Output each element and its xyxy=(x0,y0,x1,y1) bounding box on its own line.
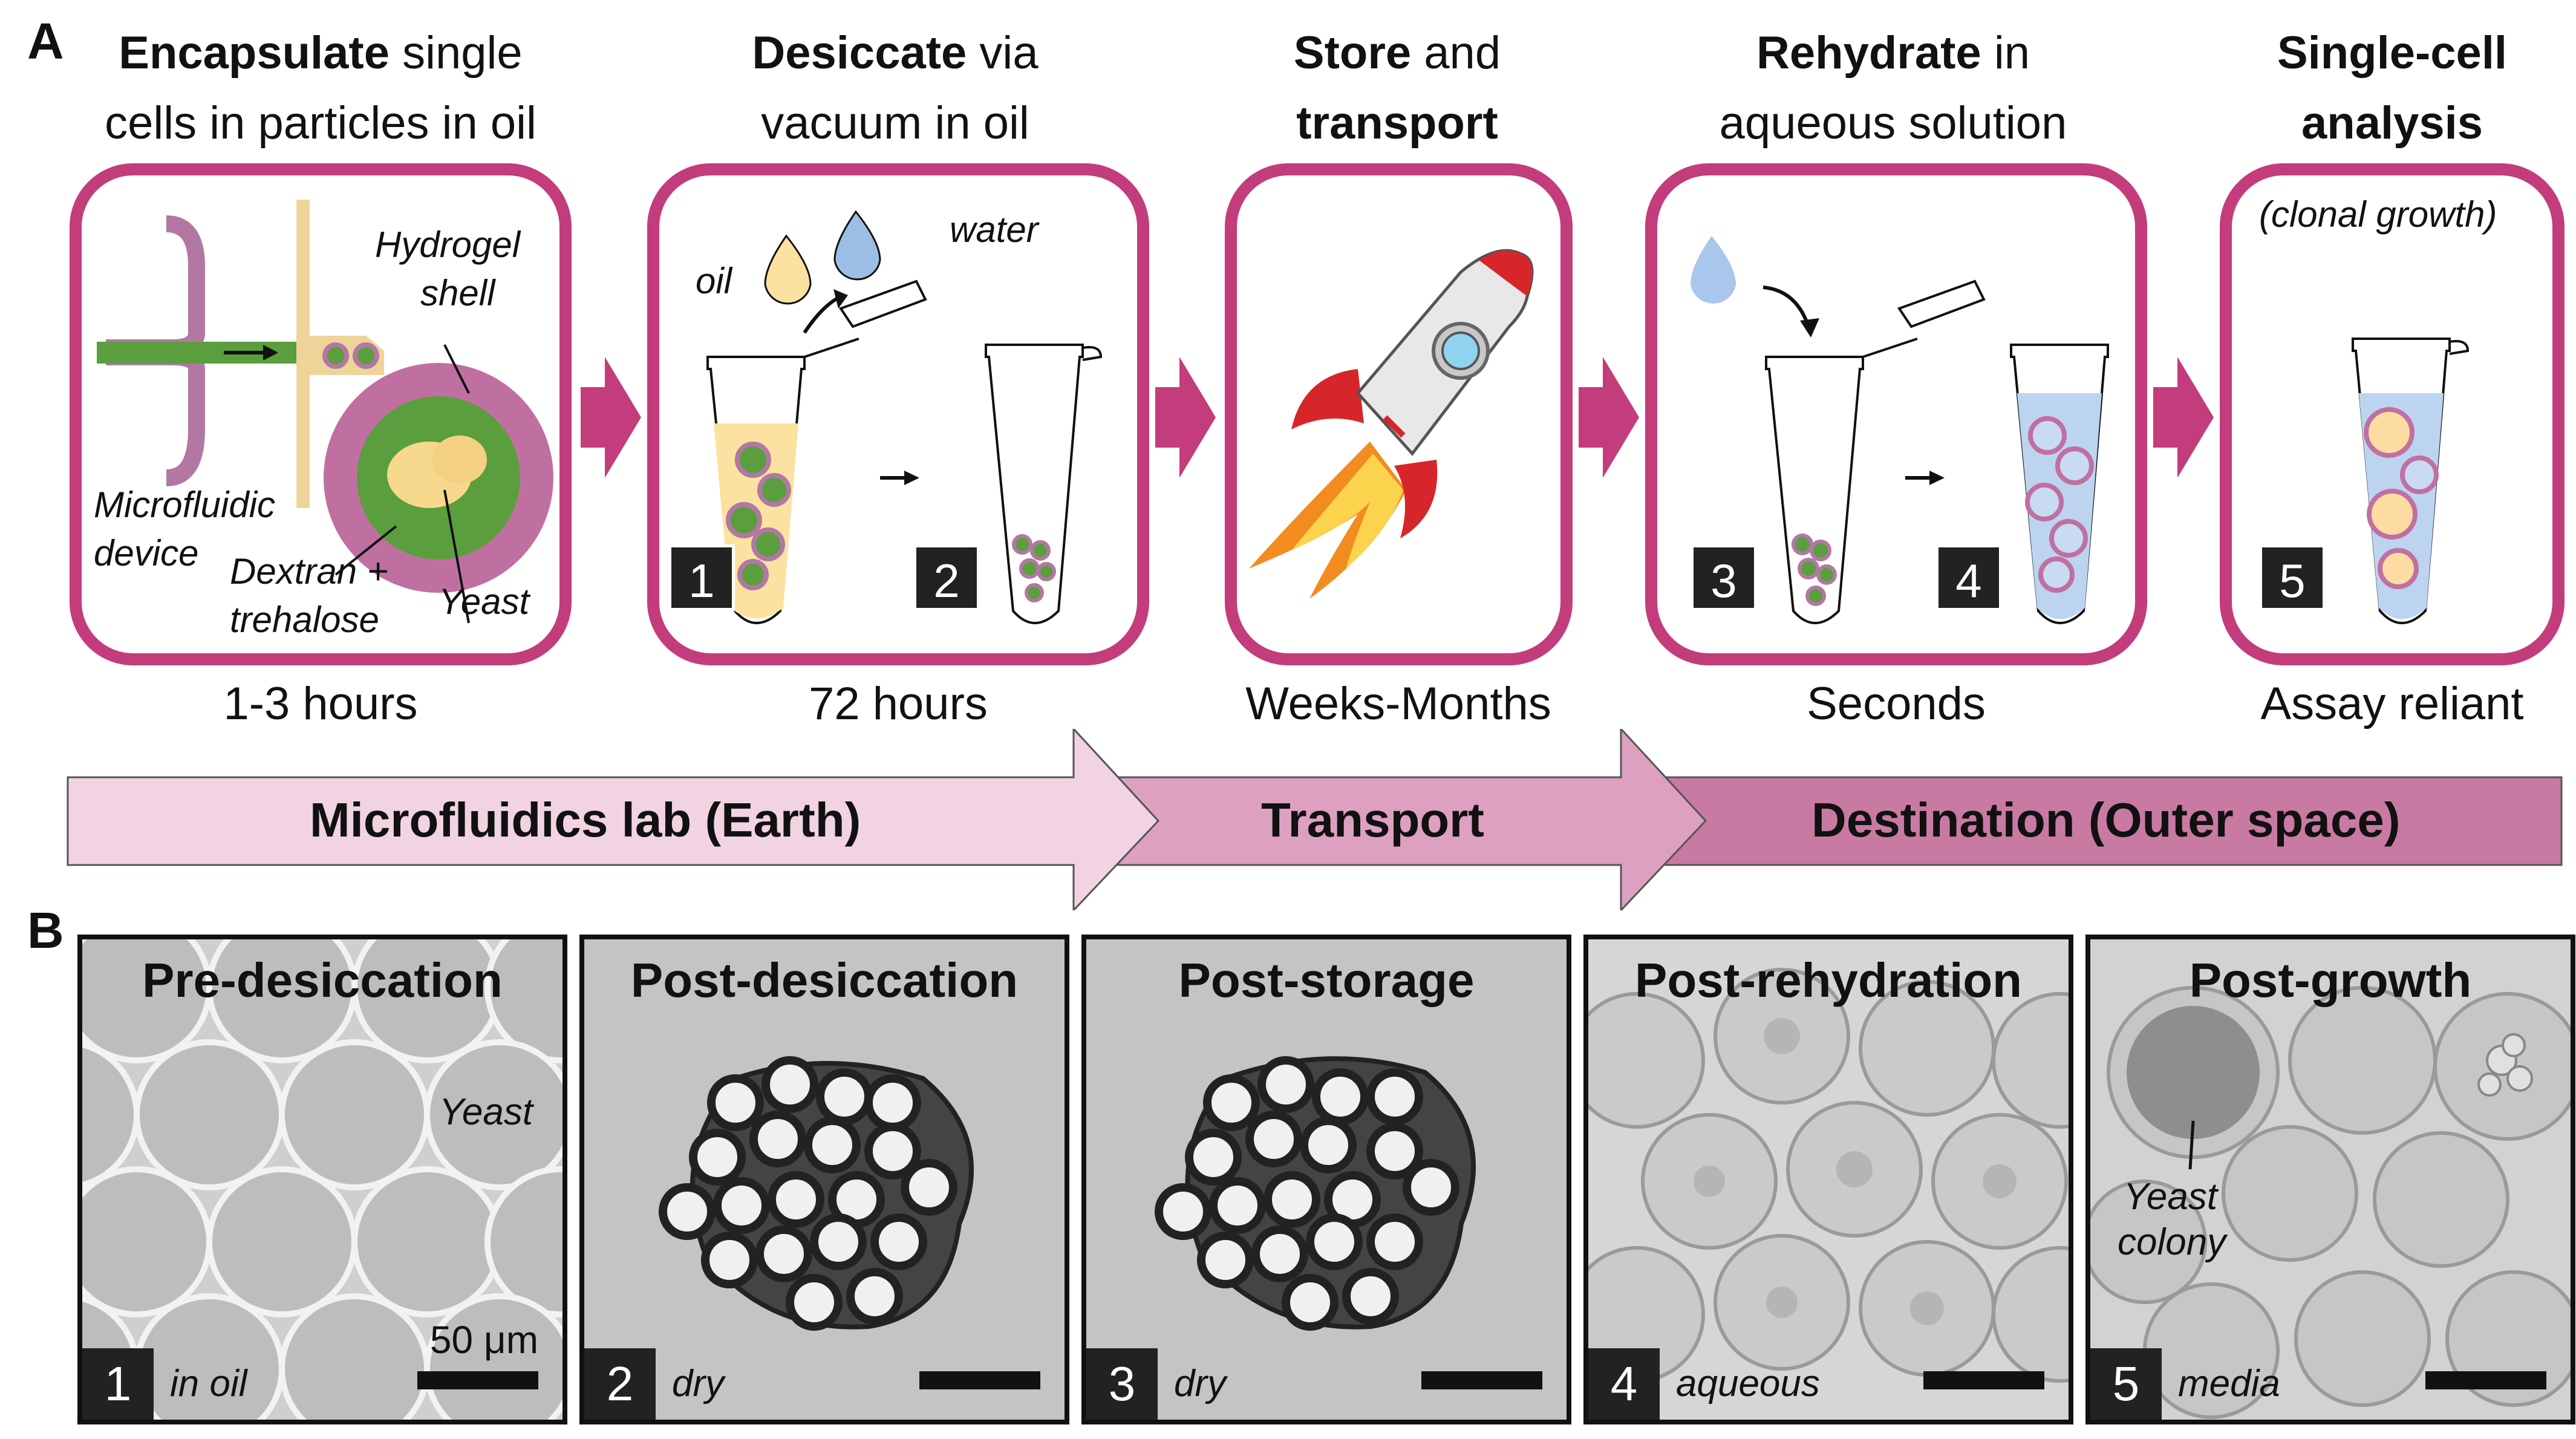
duration-5: Assay reliant xyxy=(2260,678,2524,729)
micrograph-post-rehydration: Post-rehydration 4 aqueous xyxy=(1583,935,2073,1424)
rehydrated-droplets-image xyxy=(1588,968,2069,1383)
oil-label: oil xyxy=(696,261,732,301)
rehydrate-card: 3 4 xyxy=(1645,163,2147,665)
analysis-card: (clonal growth) 5 xyxy=(2220,163,2565,665)
yeast-label: Yeast xyxy=(439,581,530,622)
step5-title-bold: Single-cell xyxy=(2277,27,2508,79)
transport-card xyxy=(1225,163,1573,665)
micro-badge-4: 4 xyxy=(1588,1348,1660,1420)
arrow-icon-1 xyxy=(581,357,641,478)
encapsulate-card: Hydrogel shell Microfluidic device Dextr… xyxy=(70,163,572,665)
arrow-icon-2 xyxy=(1155,357,1216,478)
panel-a-letter: A xyxy=(27,13,64,70)
micro-title-2: Post-desiccation xyxy=(630,953,1019,1007)
phase-banner xyxy=(67,729,2563,910)
step4-title-rest: in xyxy=(1981,27,2030,79)
micrograph-post-desiccation: Post-desiccation 2 dry xyxy=(579,935,1069,1424)
duration-1: 1-3 hours xyxy=(223,678,418,729)
phase-destination-label: Destination (Outer space) xyxy=(1811,793,2401,847)
duration-3: Weeks-Months xyxy=(1245,678,1551,729)
step-badge-5: 5 xyxy=(2259,544,2326,611)
phase-earth-band xyxy=(67,729,1160,910)
duration-4: Seconds xyxy=(1807,678,1986,729)
scale-bar xyxy=(2425,1371,2546,1389)
scale-bar xyxy=(1923,1371,2044,1389)
step2-title-line2: vacuum in oil xyxy=(761,97,1029,149)
dried-particle-cluster-image xyxy=(659,1056,974,1331)
panel-b-letter: B xyxy=(27,902,64,959)
yeast-colony-annotation-2: colony xyxy=(2118,1221,2226,1263)
micro-condition-3: dry xyxy=(1174,1363,1227,1405)
step1-title-bold: Encapsulate xyxy=(119,27,390,79)
step2-title: Desiccate via vacuum in oil xyxy=(647,18,1143,158)
micro-badge-5: 5 xyxy=(2090,1348,2162,1420)
step-badge-4: 4 xyxy=(1935,544,2002,611)
scale-bar xyxy=(417,1371,538,1389)
duration-2: 72 hours xyxy=(809,678,988,729)
step1-title: Encapsulate single cells in particles in… xyxy=(73,18,569,158)
micro-condition-1: in oil xyxy=(170,1363,247,1405)
hydrogel-label: Hydrogel xyxy=(375,224,521,265)
step-badge-2: 2 xyxy=(913,544,980,611)
step-badge-1: 1 xyxy=(668,544,735,611)
microfluidic-device-illustration xyxy=(97,200,553,624)
step1-title-line2: cells in particles in oil xyxy=(105,97,536,149)
step4-title: Rehydrate in aqueous solution xyxy=(1645,18,2141,158)
step-arrows xyxy=(581,357,2214,478)
water-label: water xyxy=(950,209,1039,250)
micro-badge-2: 2 xyxy=(584,1348,656,1420)
phase-transport-band xyxy=(1072,729,1707,910)
microfluidic-label: Microfluidic xyxy=(94,485,276,525)
micro-condition-2: dry xyxy=(672,1363,725,1405)
step4-title-line2: aqueous solution xyxy=(1719,97,2067,149)
scale-label: 50 μm xyxy=(429,1318,538,1362)
micro-condition-4: aqueous xyxy=(1676,1363,1820,1405)
rocket-icon xyxy=(1249,249,1534,599)
step3-title-line2: transport xyxy=(1296,97,1498,149)
step2-title-rest: via xyxy=(967,27,1039,79)
micrograph-post-growth: Post-growth Yeast colony 5 media xyxy=(2085,935,2575,1424)
growth-tube-illustration xyxy=(2352,338,2470,624)
micro-badge-3: 3 xyxy=(1086,1348,1158,1420)
micro-badge-1: 1 xyxy=(82,1348,154,1420)
grown-colony-image xyxy=(2090,986,2571,1419)
micro-title-5: Post-growth xyxy=(2189,953,2472,1007)
micro-title-4: Post-rehydration xyxy=(1634,953,2023,1007)
stored-particle-cluster-image xyxy=(1155,1056,1476,1331)
step5-title-line2: analysis xyxy=(2301,97,2483,149)
step3-title-bold: Store xyxy=(1293,27,1412,79)
step4-title-bold: Rehydrate xyxy=(1756,27,1981,79)
scale-bar xyxy=(1421,1371,1542,1389)
micrograph-pre-desiccation: Pre-desiccation Yeast 50 μm 1 in oil xyxy=(77,935,567,1424)
scale-bar xyxy=(919,1371,1040,1389)
micro-condition-5: media xyxy=(2178,1363,2280,1405)
micro-title-1: Pre-desiccation xyxy=(142,953,503,1007)
yeast-annotation: Yeast xyxy=(439,1091,533,1133)
dextran-label: Dextran + xyxy=(230,551,388,592)
yeast-colony-annotation-1: Yeast xyxy=(2124,1176,2218,1218)
micrograph-post-storage: Post-storage 3 dry xyxy=(1081,935,1571,1424)
clonal-growth-note: (clonal growth) xyxy=(2259,194,2497,235)
phase-transport-label: Transport xyxy=(1261,793,1484,847)
device-label: device xyxy=(94,533,199,573)
step2-title-bold: Desiccate xyxy=(752,27,967,79)
droplet-array-image xyxy=(82,939,562,1420)
step1-title-rest: single xyxy=(390,27,523,79)
step3-title-rest: and xyxy=(1411,27,1501,79)
arrow-icon-3 xyxy=(1579,357,1639,478)
shell-label: shell xyxy=(420,273,495,313)
step3-title: Store and transport xyxy=(1149,18,1645,158)
desiccate-card: oil water 1 2 xyxy=(647,163,1149,665)
rehydrate-illustration xyxy=(1691,236,2109,624)
step-badge-3: 3 xyxy=(1691,544,1757,611)
micro-title-3: Post-storage xyxy=(1178,953,1475,1007)
phase-lab-label: Microfluidics lab (Earth) xyxy=(310,793,861,847)
trehalose-label: trehalose xyxy=(230,599,379,640)
step5-title: Single-cell analysis xyxy=(2144,18,2576,158)
arrow-icon-4 xyxy=(2153,357,2214,478)
